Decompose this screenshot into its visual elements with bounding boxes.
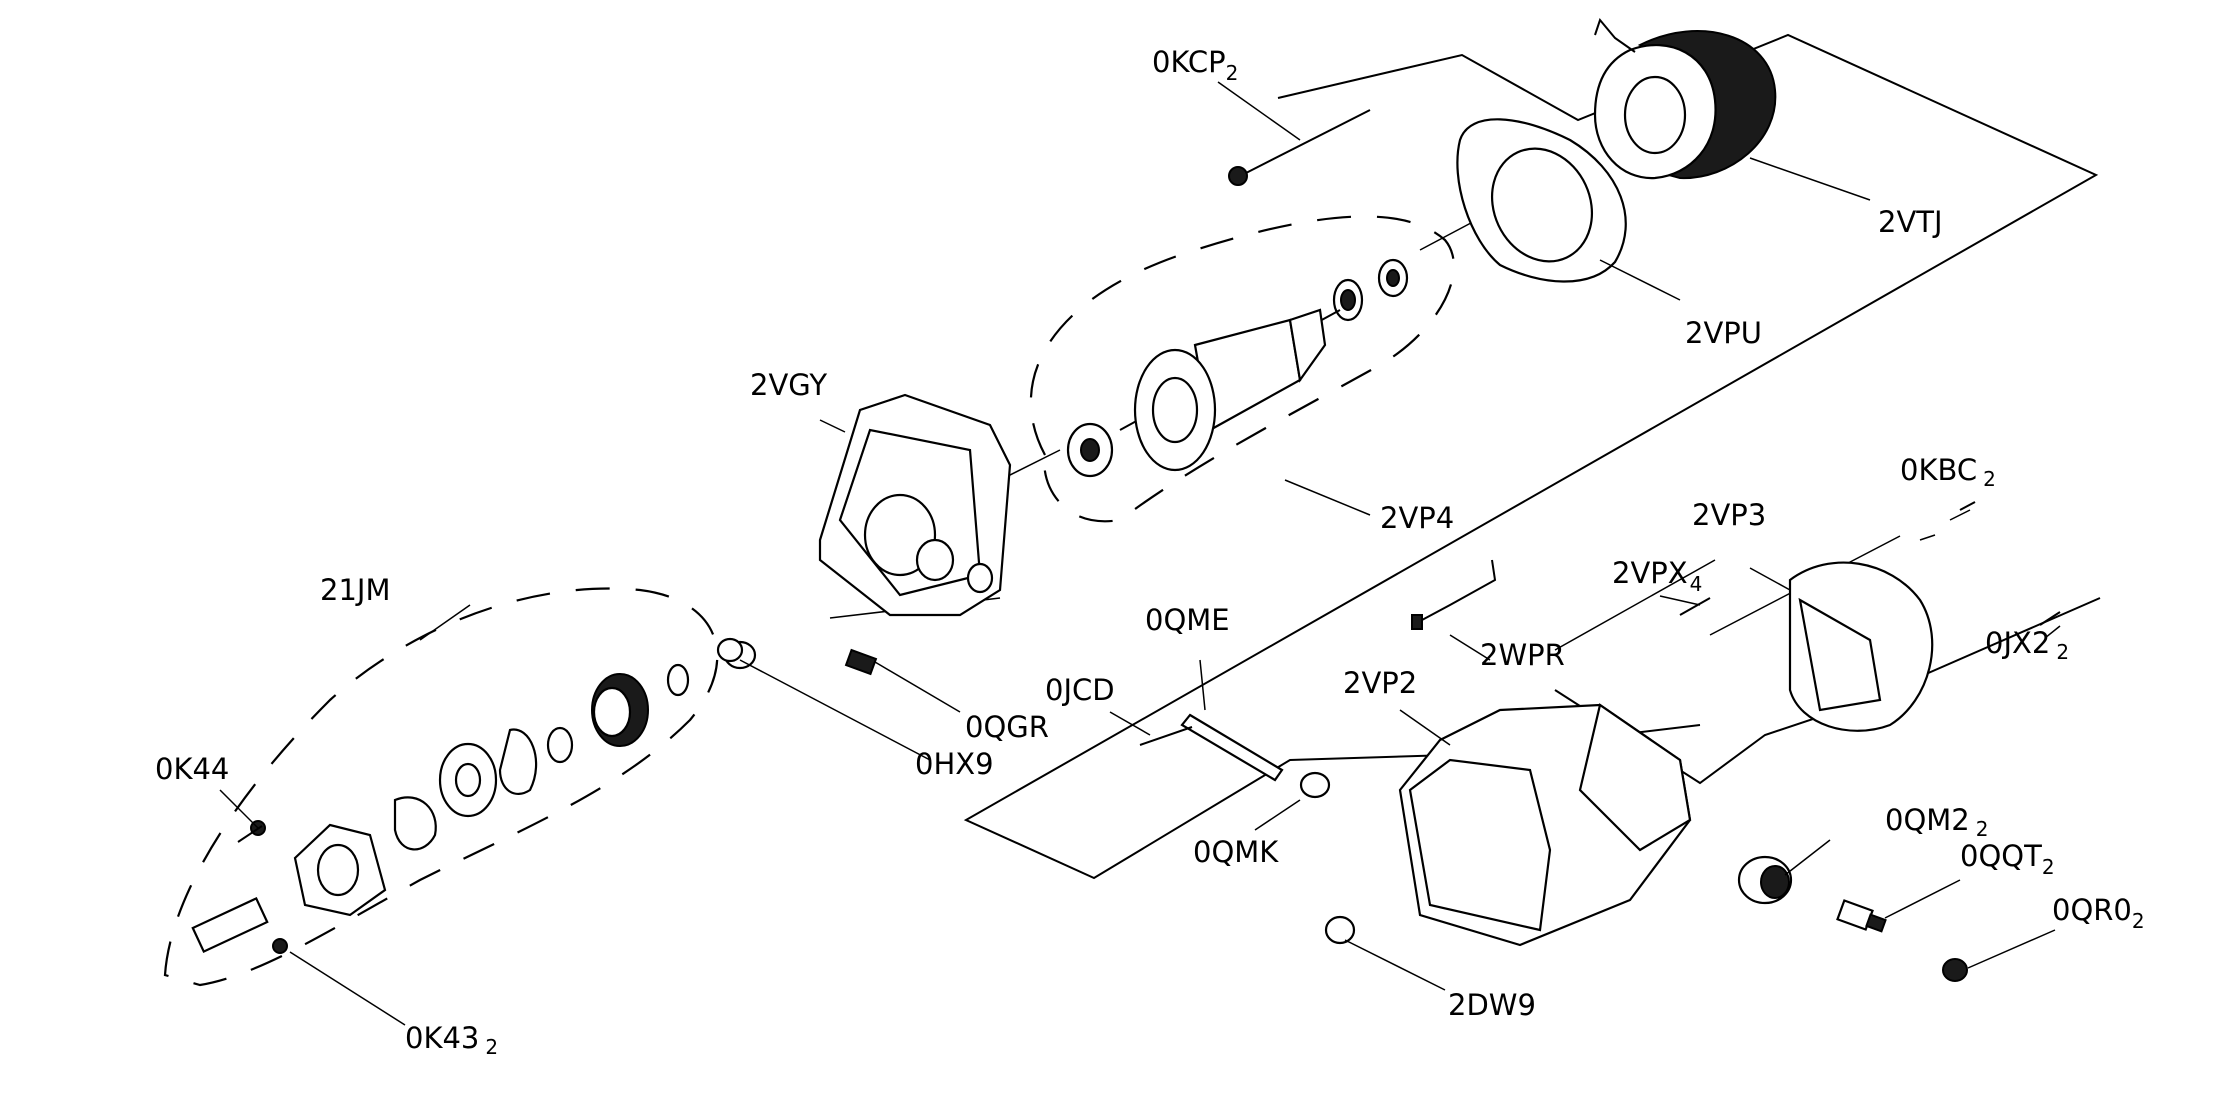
screw-0kcp [1228,109,1371,186]
small-screws [1679,501,2061,626]
label-0qr0: 0QR02 [2052,893,2145,933]
label-2vgy: 2VGY [750,368,827,402]
motor-housing-2vp2 [1398,703,1692,947]
label-2vp3: 2VP3 [1692,498,1766,532]
spring-0qgr [844,648,878,676]
wire-2wpr [1411,559,1497,630]
label-0qqt: 0QQT2 [1960,839,2055,879]
bearings-armature [1066,258,1409,478]
o-ring-2dw9 [1324,915,1356,945]
label-2dw9: 2DW9 [1448,988,1536,1022]
leader-lines [219,81,2061,1026]
label-2vp4: 2VP4 [1380,501,1454,535]
end-cap-2vp3 [1788,561,1934,732]
label-2vtj: 2VTJ [1878,205,1943,239]
label-21jm: 21JM [320,573,390,607]
spindle-assembly [191,820,387,954]
shroud-2vpu [1456,118,1627,283]
label-0qmk: 0QMK [1193,835,1279,869]
label-0kcp: 0KCP2 [1152,45,1238,85]
dashed-outlines [163,215,1455,987]
armature-2vp4 [1119,308,1341,472]
label-2vpu: 2VPU [1685,316,1762,350]
small-parts-right [1737,855,1968,982]
gear-housing-2vgy [818,393,1012,617]
field-coil-2vtj [1593,17,1777,180]
pins-and-button [1139,713,1331,799]
label-0jcd: 0JCD [1045,673,1115,707]
label-0hx9: 0HX9 [915,747,994,781]
label-0k44: 0K44 [155,752,229,786]
gear-train-21jm [393,663,690,851]
label-2wpr: 2WPR [1480,638,1565,672]
label-2vp2: 2VP2 [1343,666,1417,700]
label-0qme: 0QME [1145,603,1230,637]
label-0qgr: 0QGR [965,710,1049,744]
bushing-0hx9 [716,637,757,670]
